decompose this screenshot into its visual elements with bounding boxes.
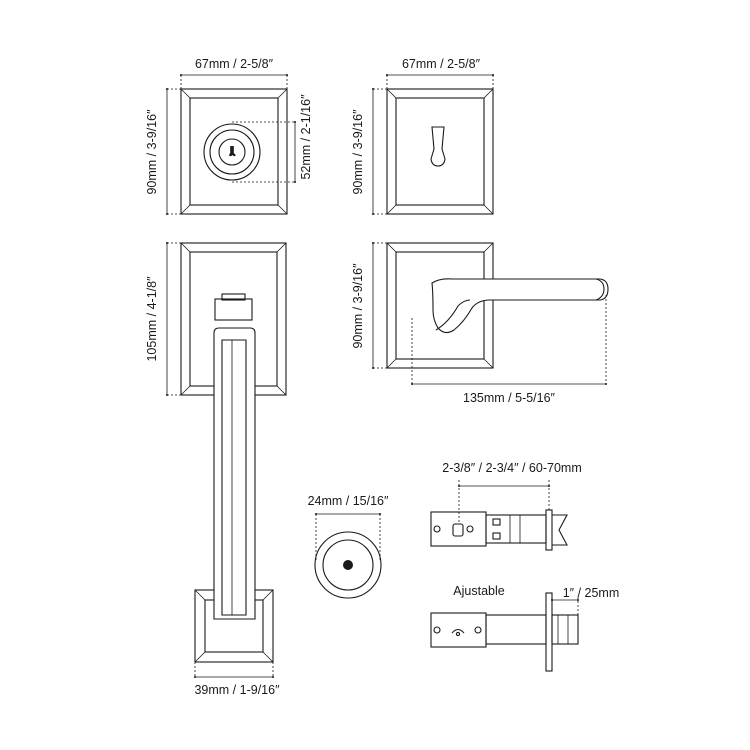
lever-handle — [371, 241, 609, 386]
privacy-diameter-label: 24mm / 15/16″ — [308, 494, 389, 508]
deadbolt-width-label: 67mm / 2-5/8″ — [195, 57, 274, 71]
lever-length-label: 135mm / 5-5/16″ — [463, 391, 556, 405]
thumbturn-rose — [371, 73, 495, 216]
thumbturn-icon — [430, 126, 446, 167]
adjustable-label: Ajustable — [453, 584, 504, 598]
latch-backset-label: 2-3/8″ / 2-3/4″ / 60-70mm — [442, 461, 581, 475]
deadbolt-rose — [165, 73, 297, 216]
latch — [430, 480, 568, 551]
bolt-throw-label: 1″ / 25mm — [563, 586, 620, 600]
deadbolt-height-label: 90mm / 3-9/16″ — [145, 109, 159, 195]
key-cylinder — [203, 123, 261, 181]
privacy-turn — [314, 512, 382, 599]
handle-bottom-width-label: 39mm / 1-9/16″ — [194, 683, 280, 697]
thumbturn-height-label: 90mm / 3-9/16″ — [351, 109, 365, 195]
cylinder-height-label: 52mm / 2-1/16″ — [299, 94, 313, 180]
thumbturn-width-label: 67mm / 2-5/8″ — [402, 57, 481, 71]
keyhole-icon — [228, 146, 236, 157]
deadbolt-latch — [430, 592, 580, 672]
handleset — [165, 241, 287, 679]
lever-plate-height-label: 90mm / 3-9/16″ — [351, 263, 365, 349]
handle-plate-height-label: 105mm / 4-1/8″ — [145, 276, 159, 362]
